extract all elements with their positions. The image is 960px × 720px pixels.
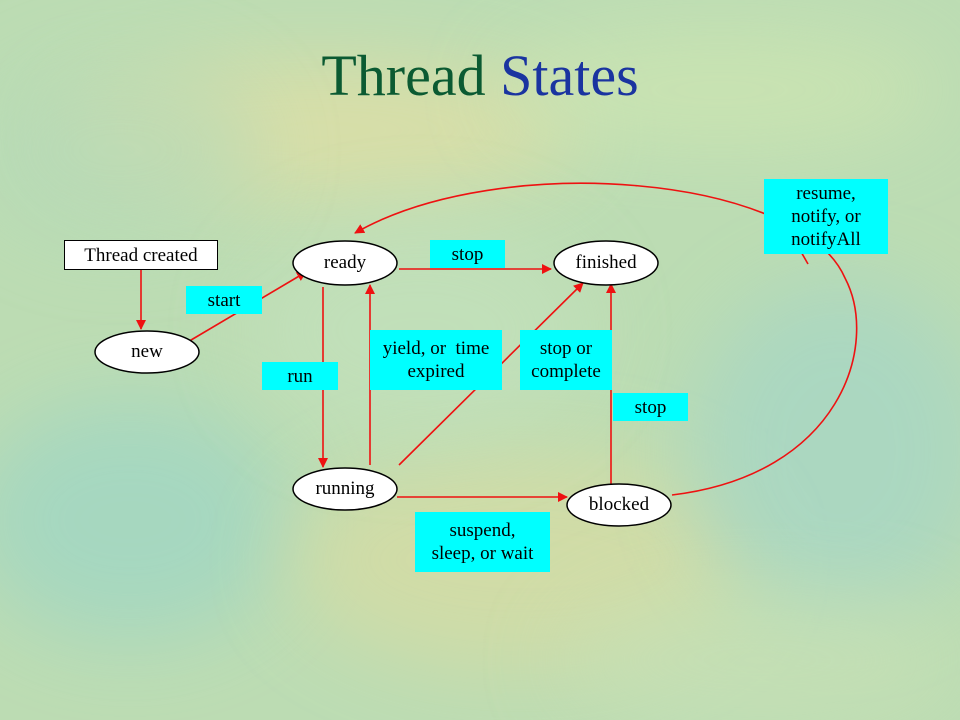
thread-created-box: Thread created xyxy=(64,240,218,270)
title-word-states: States xyxy=(500,43,639,108)
label-resume-line2: notify, or xyxy=(791,206,861,227)
state-finished-label: finished xyxy=(575,252,637,273)
label-stop-blocked-text: stop xyxy=(634,396,667,418)
label-run-text: run xyxy=(287,365,313,387)
state-blocked-label: blocked xyxy=(588,494,650,515)
arrow-blocked-to-ready xyxy=(354,182,858,496)
label-suspend-line2: sleep, or wait xyxy=(431,543,534,564)
state-blocked: blocked xyxy=(567,493,671,517)
state-blocked-shape xyxy=(566,483,672,527)
label-stop-or-complete: stop or complete xyxy=(520,330,612,390)
label-run: run xyxy=(262,362,338,390)
state-finished: finished xyxy=(554,251,658,275)
label-stop-ready: stop xyxy=(430,240,505,268)
state-new: new xyxy=(95,340,199,364)
state-ready: ready xyxy=(293,251,397,275)
title-word-thread: Thread xyxy=(321,43,486,108)
label-yield-line1: yield, or time xyxy=(382,338,490,359)
label-stop-or-line1: stop or xyxy=(539,338,593,359)
state-running: running xyxy=(293,477,397,501)
label-resume-line1: resume, xyxy=(796,183,856,204)
state-ready-label: ready xyxy=(323,252,367,273)
state-finished-shape xyxy=(553,240,659,286)
state-new-label: new xyxy=(131,341,163,362)
label-start: start xyxy=(186,286,262,314)
label-stop-blocked: stop xyxy=(613,393,688,421)
page-title: Thread States xyxy=(0,40,960,112)
state-running-label: running xyxy=(315,478,375,499)
label-resume: resume, notify, or notifyAll xyxy=(764,179,888,254)
label-yield: yield, or time expired xyxy=(370,330,502,390)
label-yield-line2: expired xyxy=(407,361,465,382)
state-running-shape xyxy=(292,467,398,511)
state-new-shape xyxy=(94,330,200,374)
label-stop-or-line2: complete xyxy=(531,361,601,382)
thread-created-label: Thread created xyxy=(84,244,198,266)
state-ready-shape xyxy=(292,240,398,286)
label-start-text: start xyxy=(207,289,241,311)
label-stop-ready-text: stop xyxy=(451,243,484,265)
label-suspend-line1: suspend, xyxy=(449,520,516,541)
label-suspend: suspend, sleep, or wait xyxy=(415,512,550,572)
label-resume-line3: notifyAll xyxy=(791,229,861,250)
